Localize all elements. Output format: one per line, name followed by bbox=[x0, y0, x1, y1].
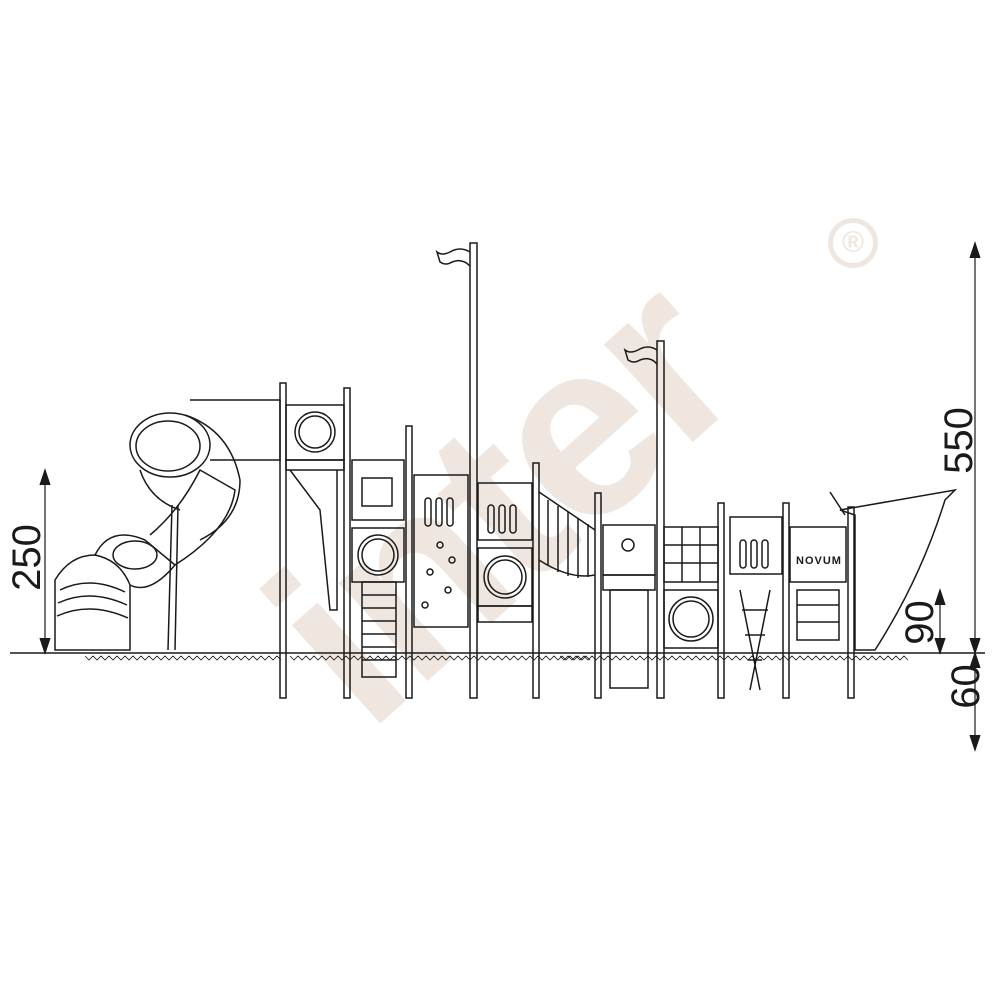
tube-slide bbox=[54, 399, 281, 651]
tower-5 bbox=[663, 526, 719, 649]
bow-panel bbox=[789, 488, 958, 651]
dim-footing-depth: 60 bbox=[943, 664, 988, 709]
ground-hatch-left bbox=[84, 655, 282, 661]
tower-4 bbox=[602, 524, 656, 689]
dimension-left bbox=[39, 468, 51, 655]
registered-mark: ® bbox=[828, 218, 878, 268]
dim-left-height: 250 bbox=[4, 524, 49, 591]
dim-platform-height: 90 bbox=[897, 600, 942, 645]
rope-bridge bbox=[538, 491, 596, 578]
novum-label: NOVUM bbox=[796, 555, 842, 567]
dim-total-height: 550 bbox=[936, 407, 981, 474]
tower-3 bbox=[477, 482, 533, 623]
ground-hatch-right bbox=[559, 655, 909, 661]
tower-6 bbox=[729, 516, 783, 691]
ground-hatch-mid bbox=[289, 655, 591, 661]
posts bbox=[279, 242, 855, 699]
flag-left bbox=[435, 248, 471, 267]
dimension-right bbox=[934, 241, 981, 752]
climbing-wall bbox=[413, 474, 469, 628]
tower-1 bbox=[285, 404, 345, 611]
tower-2 bbox=[351, 459, 405, 678]
flag-right bbox=[623, 346, 658, 365]
